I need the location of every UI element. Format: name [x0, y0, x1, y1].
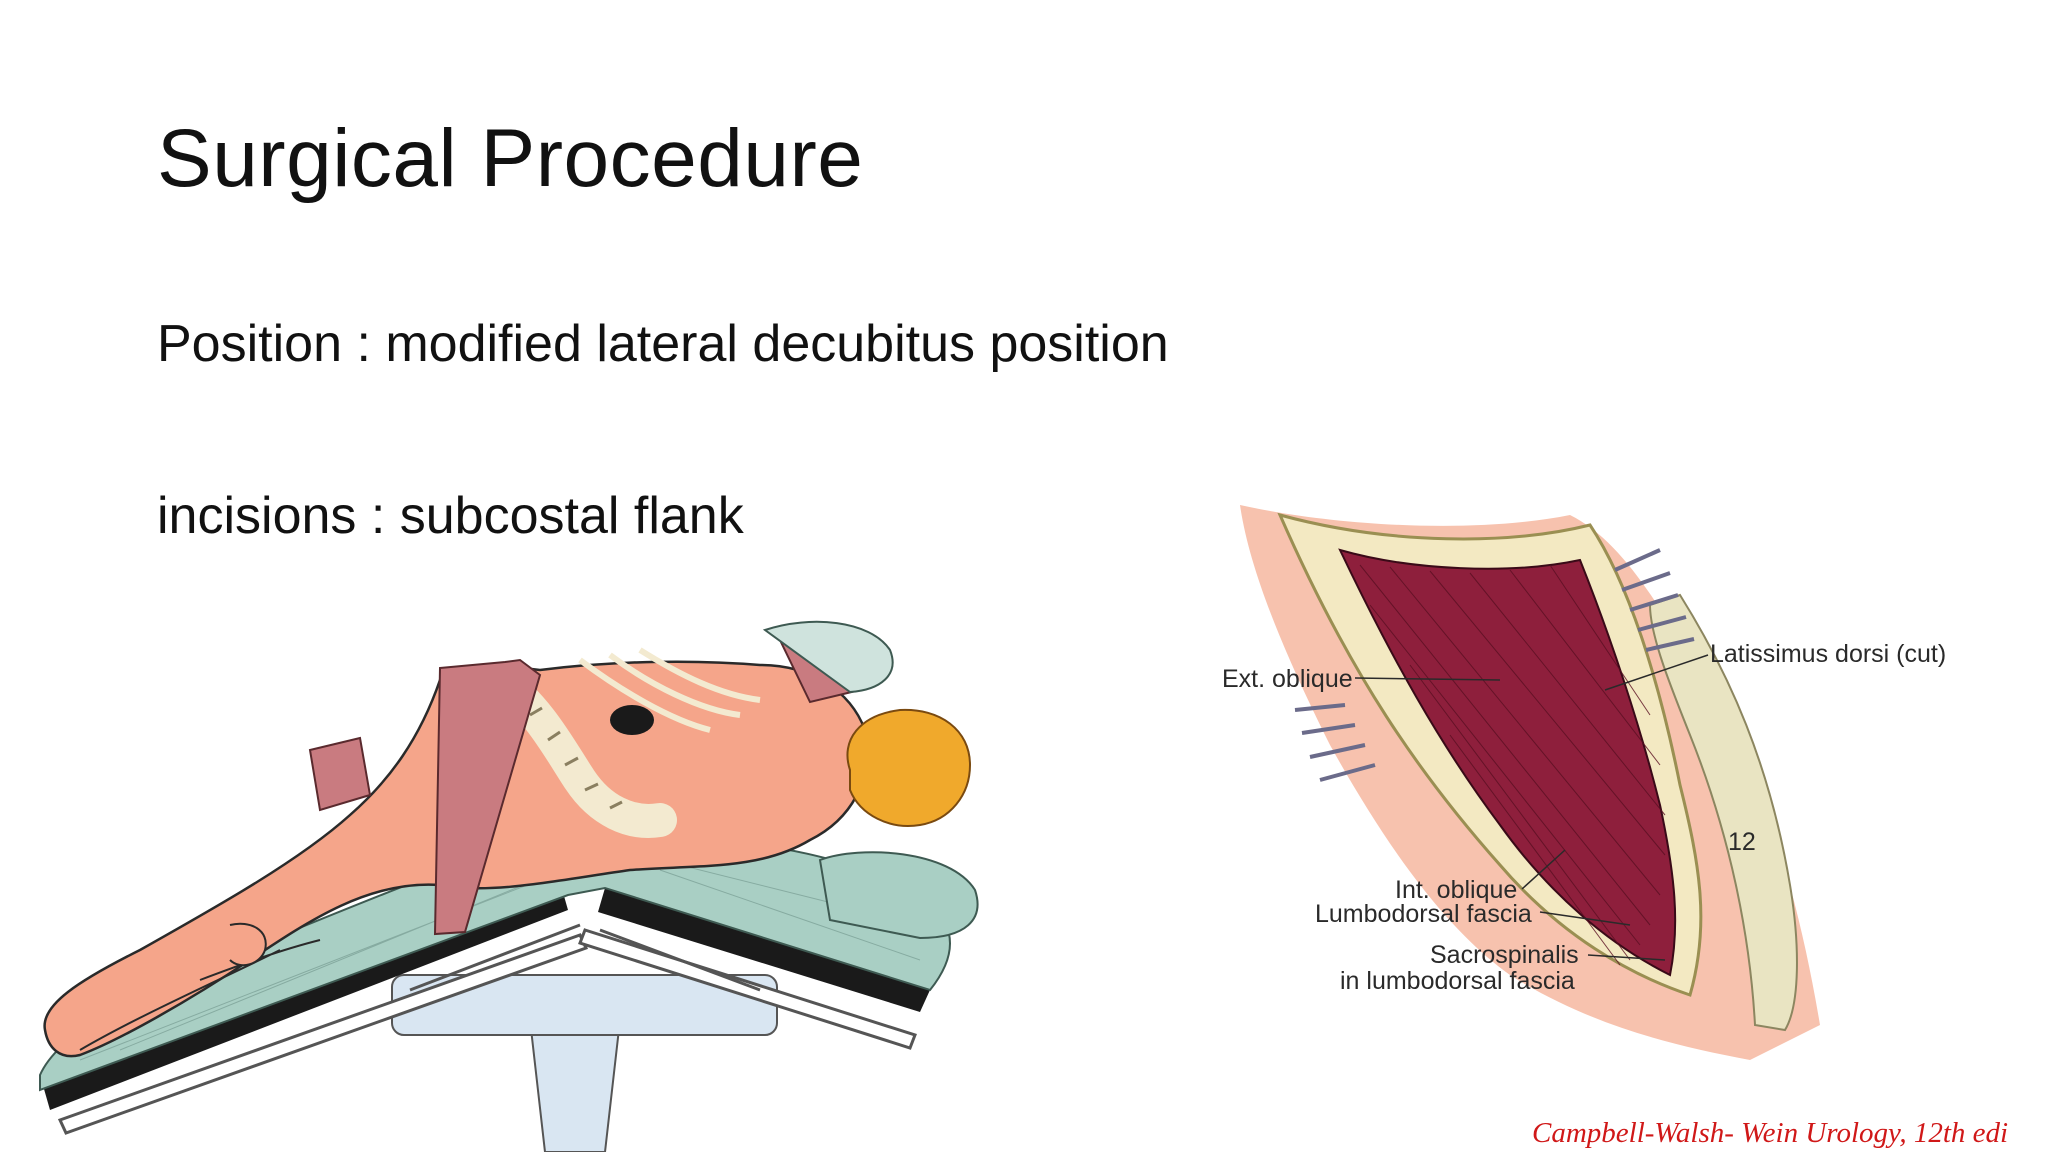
retractor-bottom: [1294, 703, 1376, 782]
label-ext-oblique: Ext. oblique: [1222, 665, 1353, 693]
label-int-oblique: Int. oblique: [1395, 876, 1517, 904]
muscle-exposed: [1338, 548, 1677, 977]
kidney: [610, 705, 654, 735]
label-rib-number: 12: [1728, 828, 1756, 856]
citation: Campbell-Walsh- Wein Urology, 12th edi: [1532, 1117, 2009, 1149]
bullet-incisions: incisions : subcostal flank: [157, 487, 744, 545]
label-lumbodorsal: Lumbodorsal fascia: [1315, 900, 1532, 928]
slide-title: Surgical Procedure: [157, 113, 864, 204]
arm-support: [762, 620, 894, 694]
label-sacrospinalis: Sacrospinalis: [1430, 941, 1579, 969]
label-in-lumbodorsal: in lumbodorsal fascia: [1340, 967, 1575, 995]
patient-head: [846, 708, 972, 827]
table-board-right: [598, 888, 930, 1012]
rib-12: [1648, 593, 1798, 1032]
bullet-position: Position : modified lateral decubitus po…: [157, 315, 1169, 373]
retractor-top: [1614, 548, 1695, 652]
head-pillow: [818, 851, 979, 940]
hip-pad: [308, 736, 372, 812]
table-pedestal: [391, 974, 778, 1152]
flank-incision-illustration: Ext. oblique Latissimus dorsi (cut) 12 I…: [1222, 505, 1946, 1060]
label-latissimus: Latissimus dorsi (cut): [1710, 640, 1946, 668]
patient-position-illustration: [39, 620, 979, 1152]
table-rails: [57, 923, 917, 1135]
safety-strap: [433, 658, 542, 936]
